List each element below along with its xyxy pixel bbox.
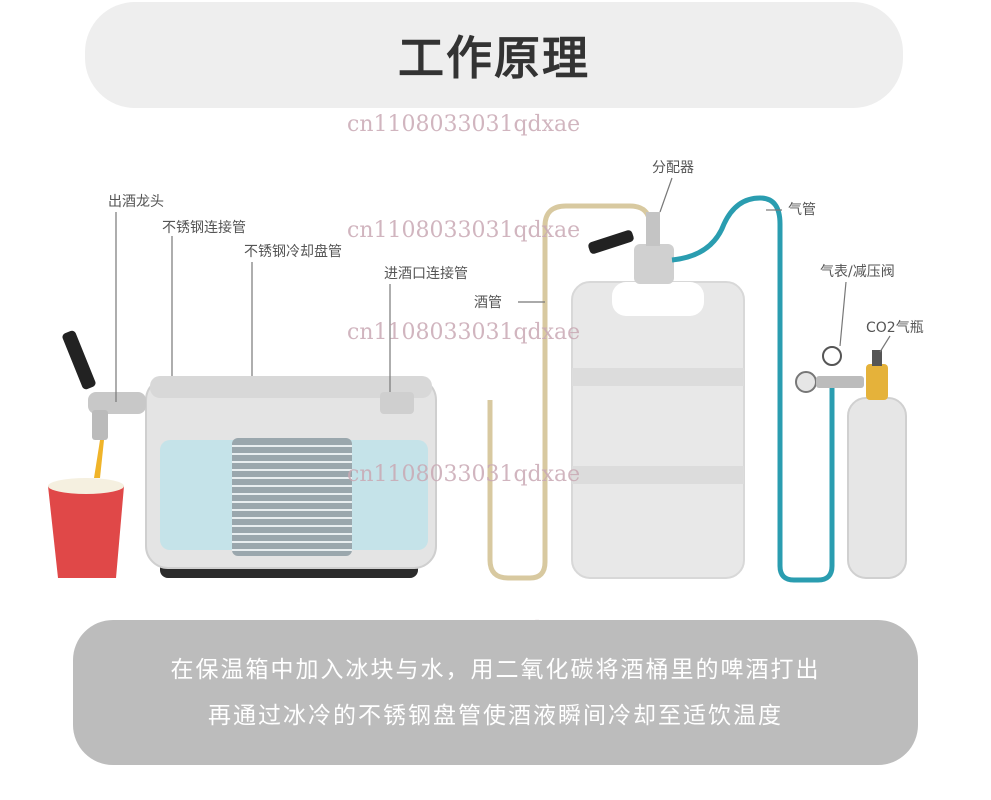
keg-body: [571, 281, 745, 579]
label-gas-line: 气管: [788, 202, 816, 218]
regulator: [795, 346, 864, 393]
inlet-connector: [380, 392, 414, 414]
watermark: cn1108033031qdxae: [347, 112, 581, 137]
watermark: cn1108033031qdxae: [347, 462, 581, 487]
cooler-lid: [150, 376, 432, 398]
label-inlet: 进酒口连接管: [384, 265, 468, 282]
gas-line: [671, 195, 835, 583]
page-title: 工作原理: [398, 31, 590, 85]
keg: [571, 212, 745, 579]
tap-spout: [92, 410, 108, 440]
cylinder-body: [847, 397, 907, 579]
label-beer-line: 酒管: [474, 295, 502, 311]
label-steel-pipe: 不锈钢连接管: [162, 219, 246, 236]
distributor-valve: [634, 244, 674, 284]
label-regulator: 气表/减压阀: [820, 264, 895, 280]
leader-lines: [115, 177, 891, 402]
label-tap: 出酒龙头: [108, 194, 164, 210]
tap-body: [88, 392, 146, 414]
beer-line: [487, 203, 653, 581]
cup: [48, 478, 124, 578]
tap: [62, 330, 146, 440]
caption-line-1: 在保温箱中加入冰块与水，用二氧化碳将酒桶里的啤酒打出: [170, 656, 821, 683]
beer-stream: [94, 440, 104, 478]
caption-line-2: 再通过冰冷的不锈钢盘管使酒液瞬间冷却至适饮温度: [208, 702, 783, 729]
gauge: [822, 346, 842, 366]
title-banner: 工作原理: [85, 2, 903, 108]
cylinder-valve: [866, 364, 888, 400]
distributor-handle: [588, 230, 634, 254]
tap-handle: [62, 330, 96, 390]
cooling-coil: [232, 438, 352, 556]
label-co2: CO2气瓶: [866, 320, 924, 336]
watermark: cn1108033031qdxae: [347, 320, 581, 345]
cooler-box: [145, 376, 437, 578]
co2-cylinder: [847, 350, 907, 579]
label-distributor: 分配器: [652, 160, 694, 176]
caption-banner: 在保温箱中加入冰块与水，用二氧化碳将酒桶里的啤酒打出 再通过冰冷的不锈钢盘管使酒…: [73, 620, 918, 765]
label-cooling-coil: 不锈钢冷却盘管: [244, 243, 342, 260]
watermark: cn1108033031qdxae: [347, 218, 581, 243]
